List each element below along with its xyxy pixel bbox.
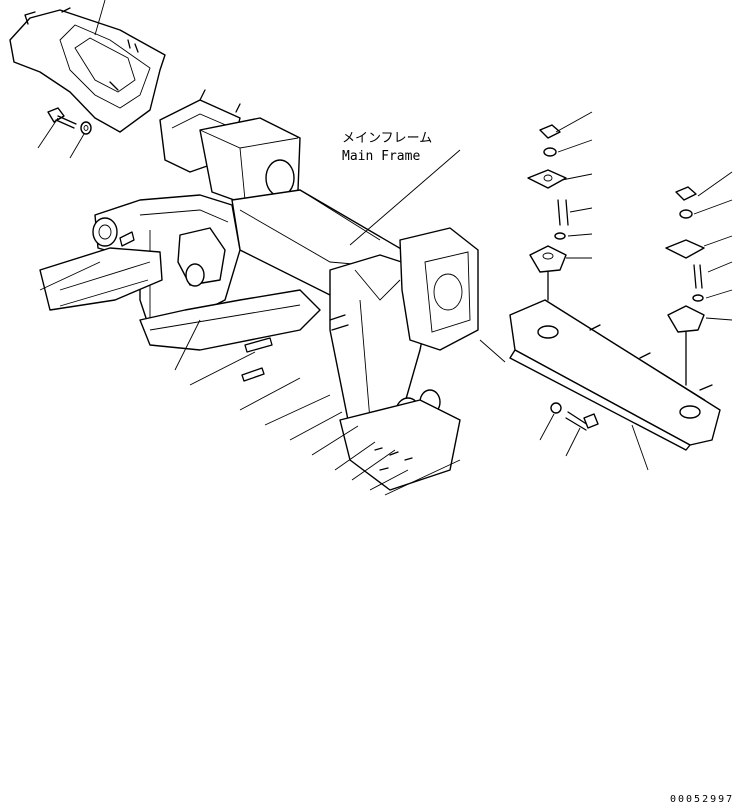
leader-lines	[37, 0, 733, 496]
mount-stack-1	[527, 124, 569, 301]
main-frame-label-en: Main Frame	[342, 149, 420, 164]
main-frame	[39, 117, 479, 491]
bolt-right-bottom	[550, 402, 599, 431]
main-frame-label-jp: メインフレーム	[342, 131, 432, 146]
cross-beam	[509, 299, 721, 451]
bolt-left-top	[47, 107, 92, 135]
drawing-number: 00052997	[670, 794, 734, 805]
mount-stack-2	[665, 186, 705, 386]
cover-plate	[9, 7, 166, 133]
